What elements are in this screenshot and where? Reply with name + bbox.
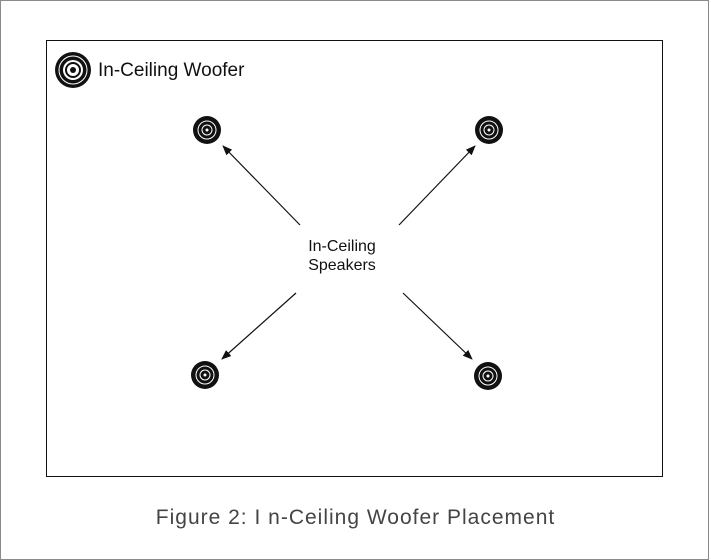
arrow-top-left	[222, 145, 301, 226]
speakers-label-line2: Speakers	[308, 257, 376, 274]
room-outline	[46, 40, 663, 477]
placement-diagram	[55, 52, 503, 390]
arrow-bottom-left	[221, 292, 297, 360]
speaker-icon-top-right	[475, 116, 503, 144]
woofer-icon	[55, 52, 91, 88]
speaker-icon-bottom-right	[474, 362, 502, 390]
arrow-bottom-right	[402, 292, 473, 360]
speaker-icon-top-left	[193, 116, 221, 144]
woofer-label: In-Ceiling Woofer	[98, 60, 245, 81]
arrow-top-right	[398, 145, 476, 226]
speakers-label-line1: In-Ceiling	[308, 238, 376, 255]
figure-caption: Figure 2: I n-Ceiling Woofer Placement	[155, 506, 556, 529]
speakers-label: In-Ceiling Speakers	[288, 237, 396, 275]
speaker-icon-bottom-left	[191, 361, 219, 389]
